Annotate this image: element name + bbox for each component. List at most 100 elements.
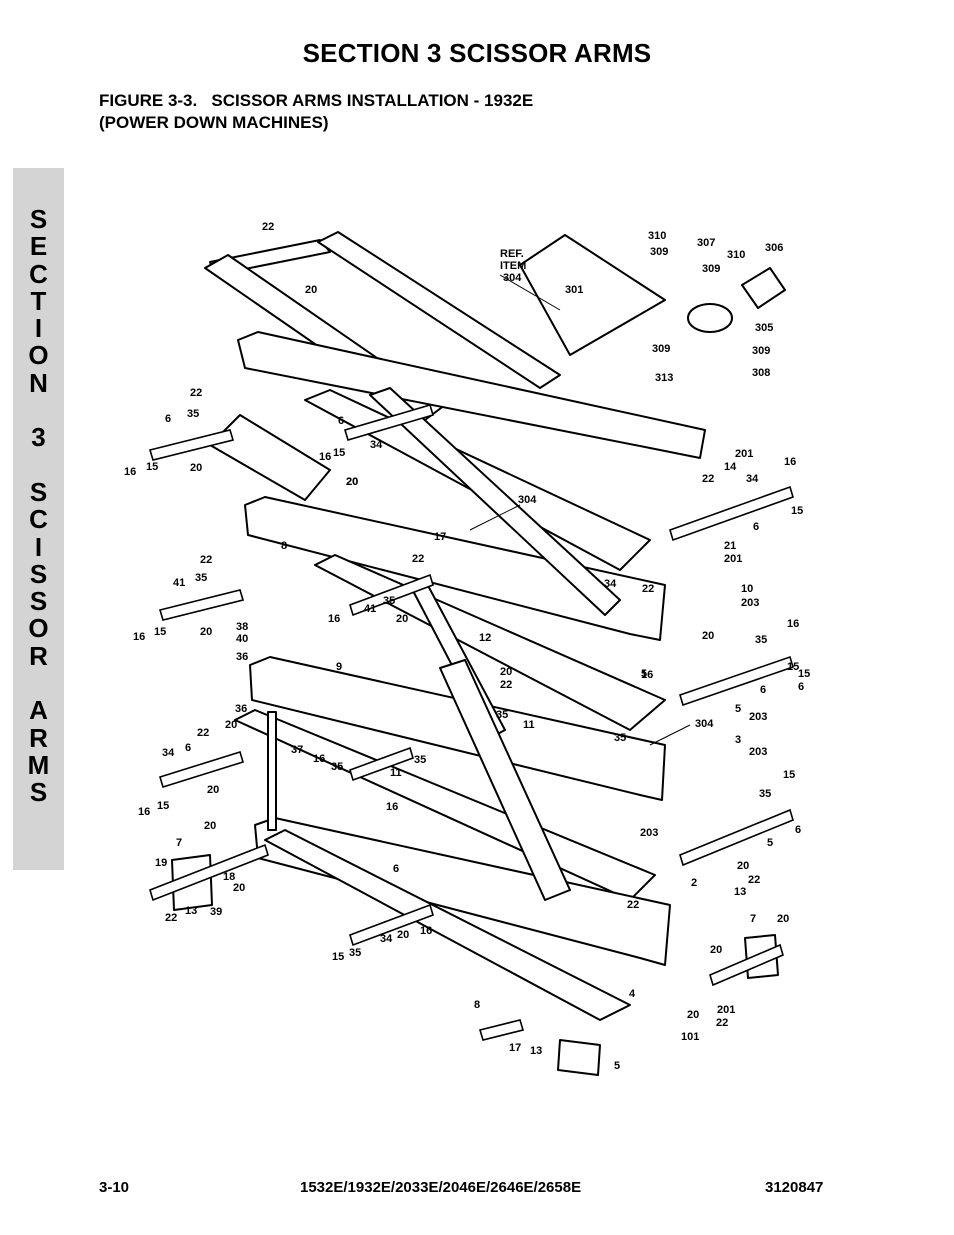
- callout-label: 20: [500, 666, 512, 678]
- callout-label: 22: [412, 553, 424, 565]
- callout-label: 38: [236, 621, 248, 633]
- callout-label: 313: [655, 372, 673, 384]
- lift-cylinder-barrel: [439, 659, 571, 901]
- callout-label: 35: [614, 732, 626, 744]
- callout-label: 3: [735, 734, 741, 746]
- callout-label: 20: [346, 476, 358, 488]
- callout-label: 13: [530, 1045, 542, 1057]
- callout-label: 15: [798, 668, 810, 680]
- callout-label: 34: [370, 439, 383, 451]
- support-post: [267, 711, 277, 831]
- bracket-upper-left: [209, 414, 331, 501]
- callout-label: 10: [741, 583, 753, 595]
- callout-label: 35: [349, 947, 361, 959]
- side-tab-letter: C: [29, 504, 48, 535]
- callout-label: 11: [523, 719, 535, 731]
- ref-label-line1: REF.: [500, 248, 524, 260]
- side-tab-letter: A: [29, 695, 48, 726]
- side-tab-letter: R: [29, 640, 48, 671]
- callout-label: 22: [702, 473, 714, 485]
- callout-label: 20: [233, 882, 245, 894]
- callout-label: 8: [474, 999, 480, 1011]
- callout-label: 8: [281, 540, 287, 552]
- callout-label: 305: [755, 322, 773, 334]
- arm-beam-upper: [237, 331, 706, 459]
- callout-label: 16: [138, 806, 150, 818]
- callout-label: 5: [641, 668, 647, 680]
- side-tab-letter: S: [29, 476, 48, 507]
- callout-label: 309: [702, 263, 720, 275]
- callout-label: 22: [190, 387, 202, 399]
- clamp-305: [687, 303, 733, 333]
- callout-label: 7: [750, 913, 756, 925]
- callout-label: 309: [652, 343, 670, 355]
- callout-label: 20: [737, 860, 749, 872]
- callout-label: 20: [687, 1009, 699, 1021]
- callout-label: 16: [133, 631, 145, 643]
- callout-label: 304: [518, 494, 537, 506]
- callout-label: 304: [695, 718, 714, 730]
- callout-label: 11: [390, 767, 402, 779]
- side-tab-letter: I: [34, 531, 43, 562]
- pin-right-mid: [679, 655, 794, 707]
- callout-label: 6: [165, 413, 171, 425]
- callout-label: 5: [735, 703, 741, 715]
- callout-label: 309: [752, 345, 770, 357]
- callout-label: 15: [791, 505, 803, 517]
- callout-label: 18: [223, 871, 235, 883]
- pin-bottom-8: [478, 1019, 525, 1041]
- callout-label: 36: [235, 703, 247, 715]
- section-title: SECTION 3 SCISSOR ARMS: [302, 38, 652, 68]
- pin-upper-mid: [344, 404, 434, 441]
- arm-top-right: [317, 231, 561, 389]
- callout-label: 310: [727, 249, 745, 261]
- side-tab-letter: E: [29, 231, 48, 262]
- callout-label: 5: [767, 837, 773, 849]
- callout-label: 34: [746, 473, 759, 485]
- ref-label-line3: 304: [503, 272, 522, 284]
- figure-title-line2: (POWER DOWN MACHINES): [99, 113, 329, 132]
- callout-label: 308: [752, 367, 770, 379]
- callout-label: 2: [691, 877, 697, 889]
- callout-label: 6: [753, 521, 759, 533]
- arm-beam-lower: [249, 656, 666, 801]
- callout-label: 22: [262, 221, 274, 233]
- callout-label: 6: [798, 681, 804, 693]
- callout-label: 15: [157, 800, 169, 812]
- callout-label: 20: [225, 719, 237, 731]
- callout-label: 35: [755, 634, 767, 646]
- callout-label: 16: [328, 613, 340, 625]
- callout-label: 201: [735, 448, 753, 460]
- callout-label: 21: [724, 540, 736, 552]
- callout-label: 6: [185, 742, 191, 754]
- callout-label: 34: [162, 747, 175, 759]
- callout-label: 20: [305, 284, 317, 296]
- callout-label: 307: [697, 237, 715, 249]
- callout-label: 35: [331, 761, 343, 773]
- side-tab-letter: R: [29, 722, 48, 753]
- side-tab-letter: N: [29, 367, 48, 398]
- callout-label: 22: [627, 899, 639, 911]
- side-tab-letter: S: [29, 558, 48, 589]
- callout-label: 20: [200, 626, 212, 638]
- callout-label: 22: [197, 727, 209, 739]
- pin-right-upper: [669, 485, 794, 542]
- side-tab-letter: M: [27, 749, 50, 780]
- callout-label: 203: [749, 711, 767, 723]
- callout-label: 7: [176, 837, 182, 849]
- callout-label: 16: [787, 618, 799, 630]
- side-tab-letter: S: [29, 204, 48, 234]
- callout-label: 15: [332, 951, 344, 963]
- callout-label: 35: [414, 754, 426, 766]
- callout-label: 22: [642, 583, 654, 595]
- callout-label: 35: [187, 408, 199, 420]
- ref-label-line2: ITEM: [500, 260, 526, 272]
- pin-bottom-left: [349, 903, 434, 947]
- callout-label: 20: [207, 784, 219, 796]
- bearing-bracket-detail: [519, 234, 666, 356]
- callout-label: 16: [420, 925, 432, 937]
- callout-label: 20: [190, 462, 202, 474]
